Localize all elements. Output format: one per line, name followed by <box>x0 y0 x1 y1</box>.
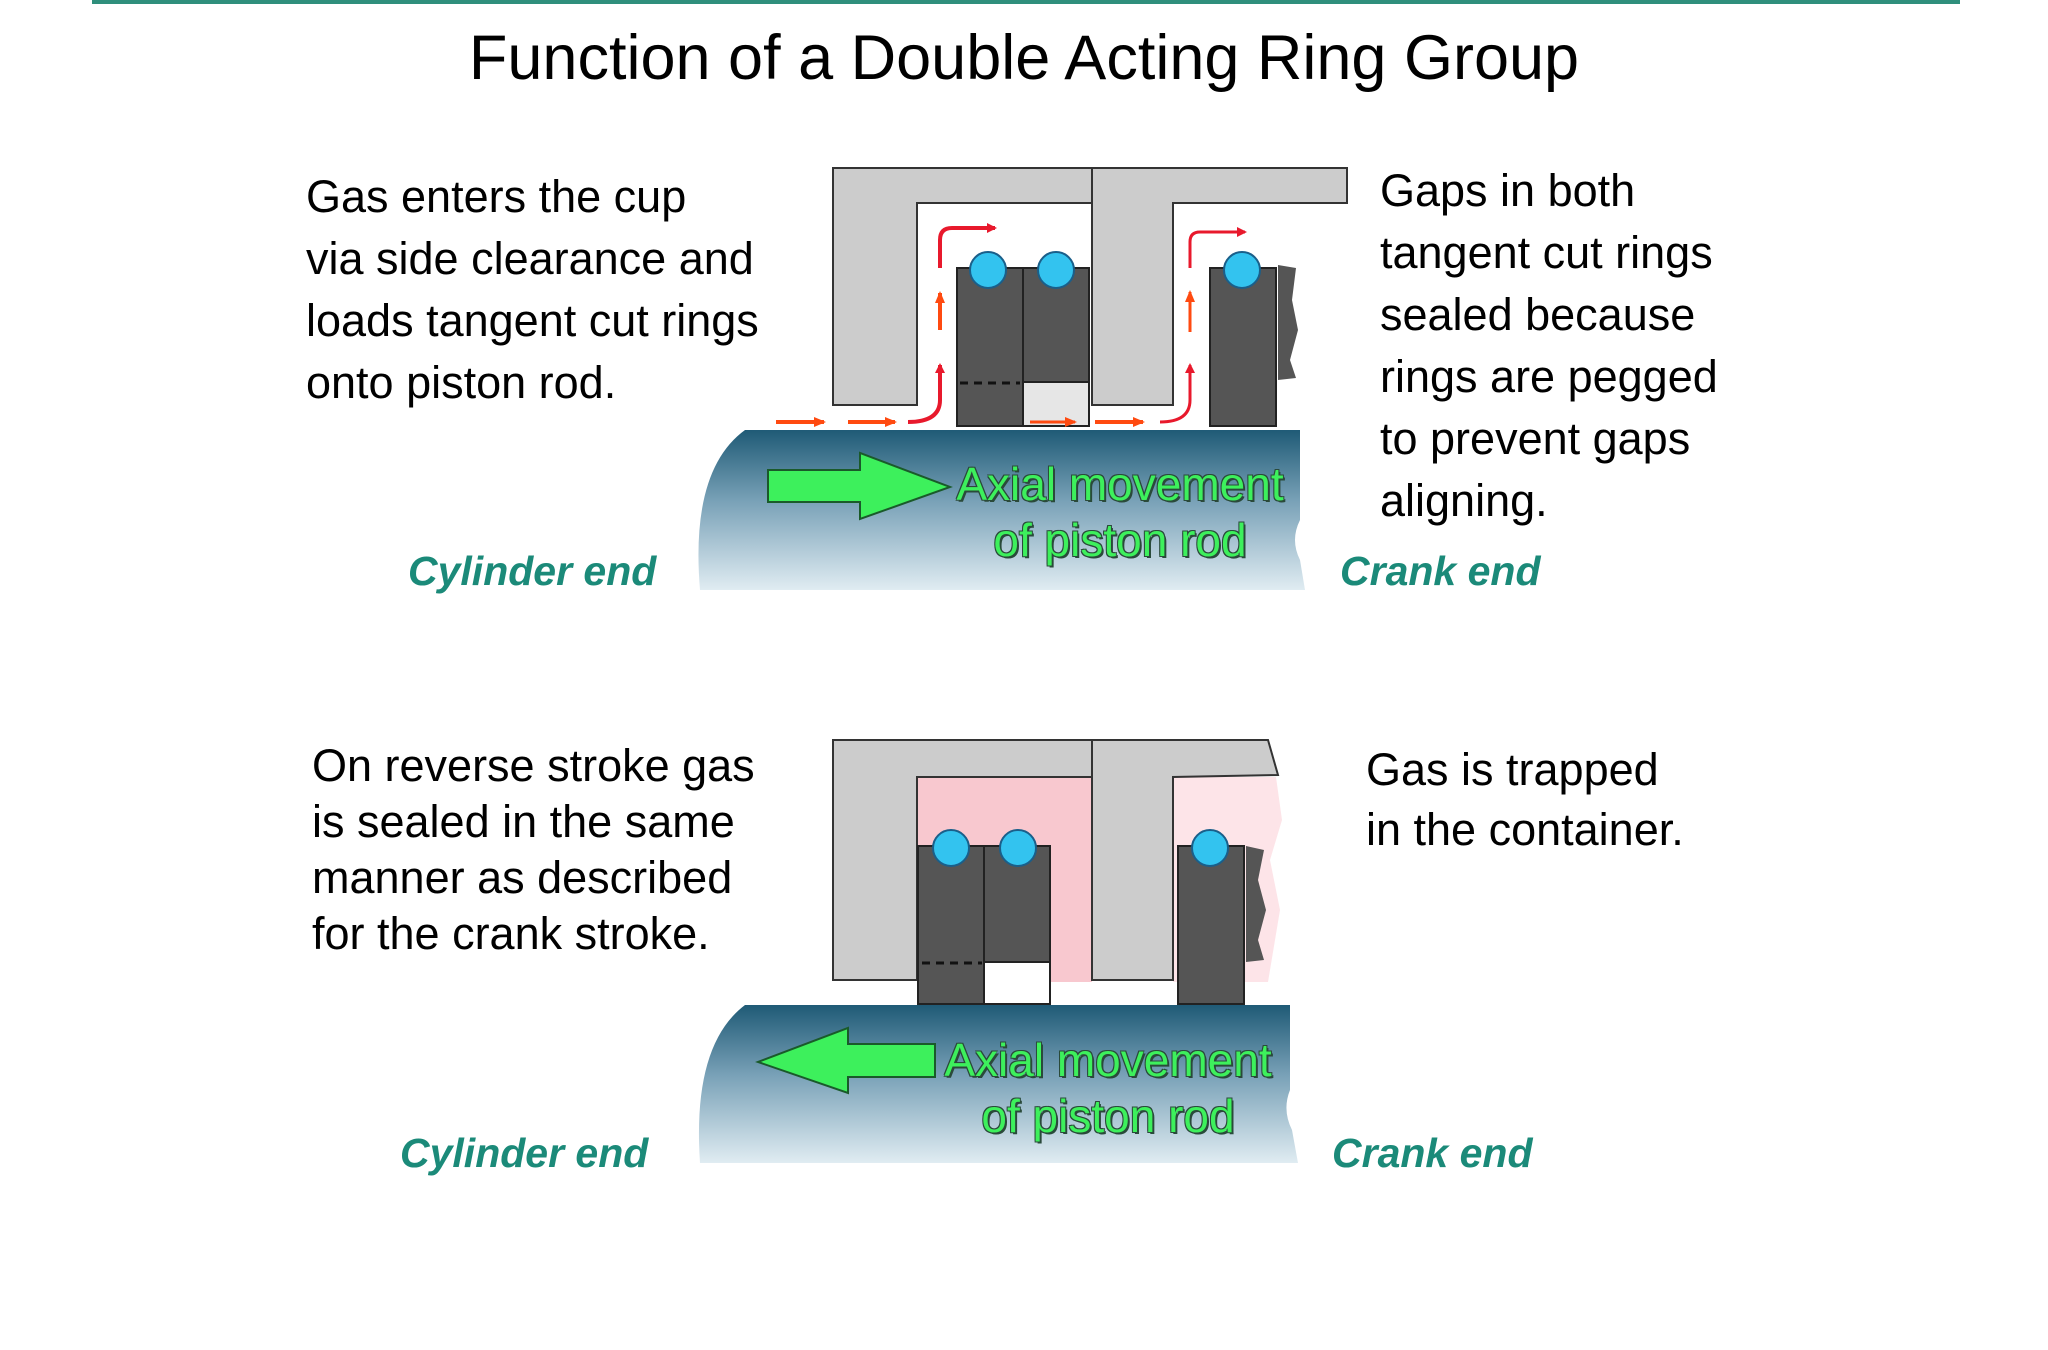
movement-arrow-left <box>755 1026 936 1095</box>
gas-flow-arrows-top <box>776 223 1247 427</box>
text-line: Gas enters the cup <box>306 171 687 222</box>
ring-3-bottom <box>1177 845 1245 1005</box>
top-rule <box>92 0 1960 4</box>
tangent-ring-1-top <box>956 267 1024 427</box>
text-line: loads tangent cut rings <box>306 295 759 346</box>
oring-1-top <box>969 251 1007 289</box>
rod-label-line: of piston rod <box>981 1090 1235 1142</box>
text-line: On reverse stroke gas <box>312 740 755 791</box>
text-line: via side clearance and <box>306 233 754 284</box>
torn-edge-bottom <box>1246 846 1266 962</box>
oring-2-top <box>1037 251 1075 289</box>
cylinder-end-label-bottom: Cylinder end <box>400 1130 649 1176</box>
text-line: in the container. <box>1366 804 1684 855</box>
oring-3-bottom <box>1191 829 1229 867</box>
text-line: onto piston rod. <box>306 357 617 408</box>
oring-1-bottom <box>932 829 970 867</box>
rod-label-line: Axial movement <box>944 1034 1272 1086</box>
text-line: rings are pegged <box>1380 351 1718 402</box>
torn-edge-top <box>1278 265 1298 380</box>
rod-label-line: of piston rod <box>993 514 1247 566</box>
text-line: sealed because <box>1380 289 1696 340</box>
text-line: to prevent gaps <box>1380 413 1691 464</box>
movement-arrow-right <box>767 451 953 521</box>
cup-2-bottom <box>1091 739 1280 981</box>
crank-end-label-top: Crank end <box>1340 548 1541 594</box>
text-line: tangent cut rings <box>1380 227 1713 278</box>
rod-label-line: Axial movement <box>956 458 1284 510</box>
text-line: aligning. <box>1380 475 1548 526</box>
tangent-ring-1-bottom <box>917 845 985 1005</box>
cylinder-end-label-top: Cylinder end <box>408 548 657 594</box>
ring-3-top <box>1209 267 1277 427</box>
rod-label-bottom: Axial movement of piston rod <box>938 1032 1278 1144</box>
crank-end-label-bottom: Crank end <box>1332 1130 1533 1176</box>
bottom-right-description: Gas is trapped in the container. <box>1366 740 1684 860</box>
top-panel-diagram <box>698 167 1348 590</box>
text-line: manner as described <box>312 852 733 903</box>
page-title: Function of a Double Acting Ring Group <box>468 23 1580 93</box>
ring-gap-bottom <box>983 961 1051 1005</box>
rod-label-top: Axial movement of piston rod <box>950 456 1290 568</box>
text-line: for the crank stroke. <box>312 908 710 959</box>
ring-gap-top <box>1022 381 1090 427</box>
bottom-panel-diagram <box>698 739 1298 1163</box>
top-right-description: Gaps in both tangent cut rings sealed be… <box>1380 160 1718 532</box>
oring-2-bottom <box>999 829 1037 867</box>
text-line: Gaps in both <box>1380 165 1636 216</box>
oring-3-top <box>1223 251 1261 289</box>
top-left-description: Gas enters the cup via side clearance an… <box>306 166 759 414</box>
text-line: is sealed in the same <box>312 796 735 847</box>
bottom-left-description: On reverse stroke gas is sealed in the s… <box>312 738 755 962</box>
text-line: Gas is trapped <box>1366 744 1659 795</box>
